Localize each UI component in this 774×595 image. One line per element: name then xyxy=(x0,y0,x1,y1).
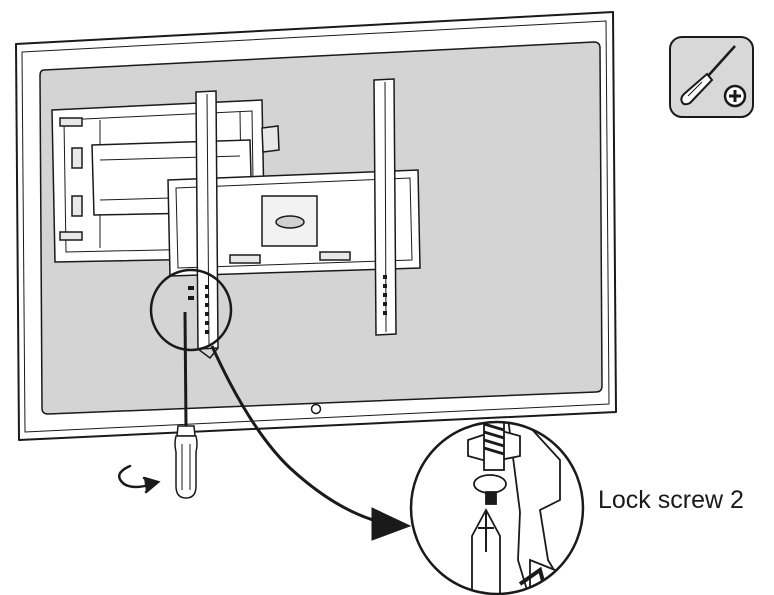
zoom-detail xyxy=(409,420,585,595)
rail-holes xyxy=(188,275,387,334)
phillips-plus-icon xyxy=(723,84,747,108)
tool-badge xyxy=(669,36,754,118)
vertical-rail-left xyxy=(195,90,219,360)
rotate-arrow-icon xyxy=(117,464,161,494)
detail-highlight-circle xyxy=(149,268,233,352)
tv-mount-plate xyxy=(167,169,421,277)
tv-power-button xyxy=(310,403,322,415)
callout-arrow xyxy=(210,345,412,541)
tv-frame-edge xyxy=(21,20,610,433)
lock-screw-label: Lock screw 2 xyxy=(598,486,744,514)
screwdriver xyxy=(174,311,198,499)
phillips-screwdriver-icon xyxy=(680,45,736,106)
vertical-rail-right xyxy=(373,78,397,336)
